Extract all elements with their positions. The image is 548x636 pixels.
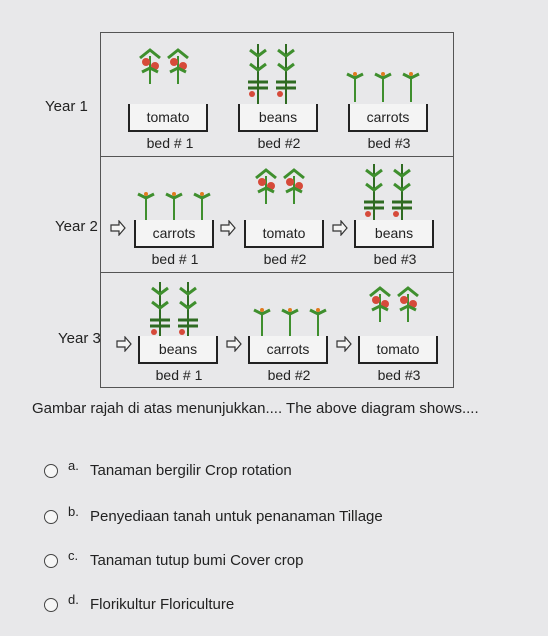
bed-year2-3: beans — [354, 220, 434, 248]
option-text: Tanaman bergilir Crop rotation — [90, 462, 292, 479]
radio-button[interactable] — [44, 509, 58, 524]
bed-number: bed #2 — [257, 135, 301, 151]
bed-year2-1: carrots — [134, 220, 214, 248]
bed-year3-2: carrots — [248, 336, 328, 364]
bed-number: bed # 1 — [155, 367, 203, 383]
row-separator — [100, 272, 454, 273]
option-letter: b. — [68, 504, 79, 519]
bed-year1-2: beans — [238, 104, 318, 132]
tomato-plant-icon — [246, 164, 326, 209]
option-letter: a. — [68, 458, 79, 473]
arrow-right-icon — [336, 336, 352, 352]
option-letter: c. — [68, 548, 79, 563]
bed-year1-1: tomato — [128, 104, 208, 132]
tomato-plant-icon — [360, 282, 440, 327]
option-b[interactable]: b. Penyediaan tanah untuk penanaman Till… — [44, 504, 383, 525]
carrots-plant-icon — [345, 68, 425, 107]
year-1-label: Year 1 — [45, 98, 88, 115]
option-text: Florikultur Floriculture — [90, 596, 235, 613]
option-a[interactable]: a. Tanaman bergilir Crop rotation — [44, 458, 292, 479]
bed-number: bed #3 — [367, 135, 411, 151]
bed-year2-2: tomato — [244, 220, 324, 248]
bed-year3-1: beans — [138, 336, 218, 364]
option-text: Penyediaan tanah untuk penanaman Tillage — [90, 508, 383, 525]
crop-rotation-diagram — [100, 32, 454, 388]
carrots-plant-icon — [252, 304, 332, 343]
bed-year1-3: carrots — [348, 104, 428, 132]
radio-button[interactable] — [44, 597, 58, 612]
arrow-right-icon — [110, 220, 126, 236]
beans-plant-icon — [240, 40, 320, 109]
option-c[interactable]: c. Tanaman tutup bumi Cover crop — [44, 548, 304, 569]
beans-plant-icon — [142, 278, 222, 347]
option-text: Tanaman tutup bumi Cover crop — [90, 552, 304, 569]
bed-number: bed #3 — [377, 367, 421, 383]
option-letter: d. — [68, 592, 79, 607]
bed-number: bed # 1 — [146, 135, 194, 151]
year-3-label: Year 3 — [58, 330, 101, 347]
tomato-plant-icon — [130, 44, 210, 89]
arrow-right-icon — [116, 336, 132, 352]
radio-button[interactable] — [44, 463, 58, 478]
arrow-right-icon — [226, 336, 242, 352]
bed-number: bed #2 — [267, 367, 311, 383]
question-text: Gambar rajah di atas menunjukkan.... The… — [32, 400, 479, 417]
option-d[interactable]: d. Florikultur Floriculture — [44, 592, 235, 613]
arrow-right-icon — [220, 220, 236, 236]
bed-number: bed #2 — [263, 251, 307, 267]
bed-number: bed #3 — [373, 251, 417, 267]
carrots-plant-icon — [136, 188, 216, 227]
bed-number: bed # 1 — [151, 251, 199, 267]
arrow-right-icon — [332, 220, 348, 236]
bed-year3-3: tomato — [358, 336, 438, 364]
row-separator — [100, 156, 454, 157]
radio-button[interactable] — [44, 553, 58, 568]
beans-plant-icon — [356, 160, 436, 229]
year-2-label: Year 2 — [55, 218, 98, 235]
